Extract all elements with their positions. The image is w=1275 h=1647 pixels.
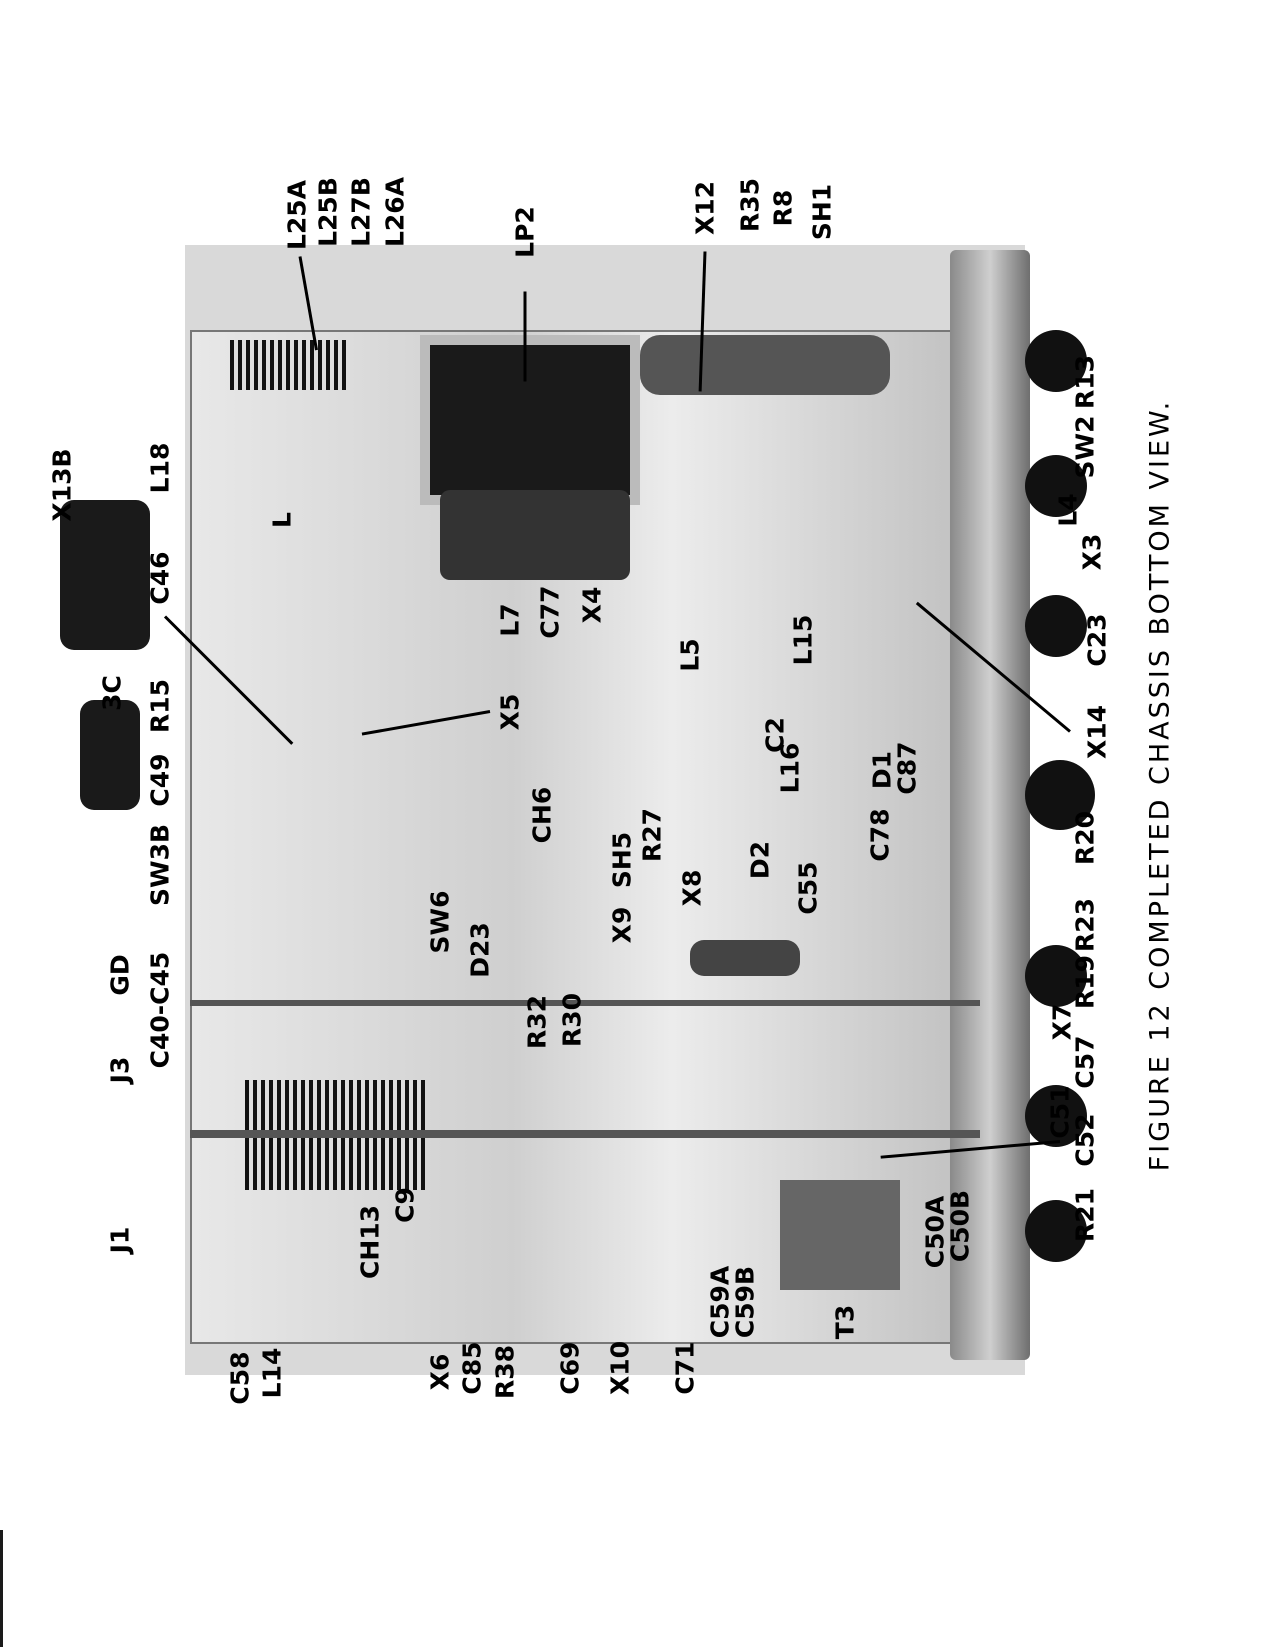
label-c69: C69 xyxy=(555,1341,585,1395)
label-r23: R23 xyxy=(1070,897,1100,953)
label-c59b: C59B xyxy=(730,1265,760,1339)
label-x12: X12 xyxy=(690,180,720,236)
label-gd: GD xyxy=(105,954,135,996)
label-l26a: L26A xyxy=(380,176,410,248)
label-l5: L5 xyxy=(675,638,705,672)
label-j1: J1 xyxy=(105,1226,135,1254)
knob xyxy=(1025,1200,1087,1262)
front-panel xyxy=(950,250,1030,1360)
figure-caption: FIGURE 12 COMPLETED CHASSIS BOTTOM VIEW. xyxy=(1144,398,1176,1172)
label-l14: L14 xyxy=(257,1347,287,1399)
shaft xyxy=(190,1000,980,1006)
label-x5: X5 xyxy=(495,693,525,731)
label-x13b: X13B xyxy=(47,448,77,522)
label-sh5: SH5 xyxy=(607,831,637,889)
label-j3: J3 xyxy=(105,1056,135,1084)
label-c57: C57 xyxy=(1070,1035,1100,1089)
label-d23: D23 xyxy=(465,922,495,978)
knob xyxy=(1025,330,1087,392)
label-x10: X10 xyxy=(605,1340,635,1396)
margin-mark xyxy=(0,1530,3,1647)
label-sw2: SW2 xyxy=(1070,415,1100,479)
label-c55: C55 xyxy=(793,861,823,915)
label-r38: R38 xyxy=(490,1344,520,1400)
label-c71: C71 xyxy=(670,1341,700,1395)
label-ch13: CH13 xyxy=(355,1204,385,1280)
label-r20: R20 xyxy=(1070,810,1100,866)
label-c85: C85 xyxy=(457,1341,487,1395)
label-d2: D2 xyxy=(745,840,775,880)
label-lp2: LP2 xyxy=(510,206,540,258)
label-c52: C52 xyxy=(1070,1113,1100,1167)
label-c59a: C59A xyxy=(705,1265,735,1339)
label-r32: R32 xyxy=(522,994,552,1050)
label-c50a: C50A xyxy=(920,1195,950,1269)
label-r8: R8 xyxy=(768,189,798,227)
label-c58: C58 xyxy=(225,1351,255,1405)
label-c78: C78 xyxy=(865,808,895,862)
label-r30: R30 xyxy=(557,992,587,1048)
label-r13: R13 xyxy=(1070,354,1100,410)
label-c50b: C50B xyxy=(945,1189,975,1263)
label-c49: C49 xyxy=(145,753,175,807)
label-t3: T3 xyxy=(830,1304,860,1340)
label-l4: L4 xyxy=(1053,493,1083,527)
transformer-lp2 xyxy=(420,335,640,505)
label-c40-c45: C40-C45 xyxy=(145,951,175,1069)
shaft xyxy=(190,1130,980,1138)
label-ch6: CH6 xyxy=(527,786,557,844)
label-c77: C77 xyxy=(535,585,565,639)
label-x4: X4 xyxy=(577,586,607,624)
label-r19: R19 xyxy=(1070,954,1100,1010)
label-c87: C87 xyxy=(892,741,922,795)
label-l: L xyxy=(267,512,297,528)
label-x9: X9 xyxy=(607,906,637,944)
label-l18: L18 xyxy=(145,442,175,494)
label-x6: X6 xyxy=(425,1353,455,1391)
coil-l25 xyxy=(230,340,350,390)
label-l7: L7 xyxy=(495,603,525,637)
label-r27: R27 xyxy=(637,807,667,863)
label-x3: X3 xyxy=(1077,533,1107,571)
label-r35: R35 xyxy=(735,177,765,233)
connector-x13b xyxy=(60,500,150,650)
capacitor-c77 xyxy=(440,490,630,580)
label-l27b: L27B xyxy=(346,177,376,247)
capacitor-c55 xyxy=(690,940,800,976)
label-sh1: SH1 xyxy=(807,183,837,241)
knob xyxy=(1025,595,1087,657)
label-x8: X8 xyxy=(677,869,707,907)
knob xyxy=(1025,1085,1087,1147)
label-l25b: L25B xyxy=(313,177,343,247)
label-sw6: SW6 xyxy=(425,890,455,954)
label-d1: D1 xyxy=(867,750,897,790)
label-r15: R15 xyxy=(145,678,175,734)
connector-x13c xyxy=(80,700,140,810)
label-l25a: L25A xyxy=(282,179,312,251)
label-c51: C51 xyxy=(1045,1085,1075,1139)
label-c46: C46 xyxy=(145,551,175,605)
label-c9: C9 xyxy=(390,1187,420,1223)
knob xyxy=(1025,760,1095,830)
label-x13c: 3C xyxy=(97,675,127,711)
leader-line xyxy=(523,291,527,382)
label-x14: X14 xyxy=(1082,704,1112,760)
label-l15: L15 xyxy=(788,614,818,666)
transformer-t3 xyxy=(780,1180,900,1290)
knob xyxy=(1025,455,1087,517)
label-l16: L16 xyxy=(775,742,805,794)
label-r21: R21 xyxy=(1070,1187,1100,1243)
label-c23: C23 xyxy=(1082,613,1112,667)
tube-x12 xyxy=(640,335,890,395)
label-sw3b: SW3B xyxy=(145,823,175,907)
knob xyxy=(1025,945,1087,1007)
